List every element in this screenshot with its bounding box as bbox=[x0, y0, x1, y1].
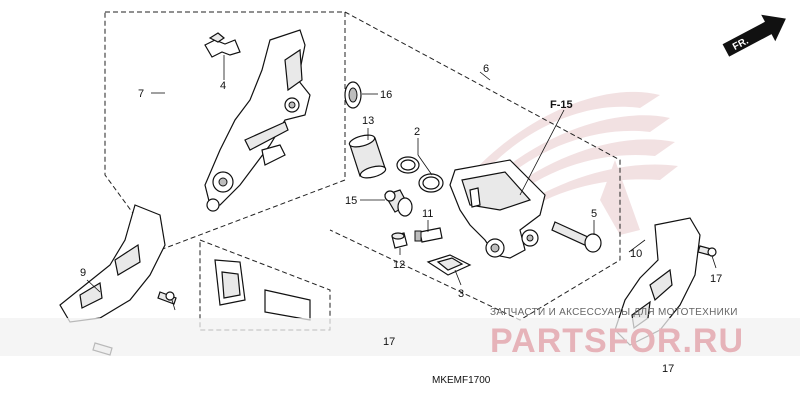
label-part-4: 4 bbox=[220, 80, 226, 92]
caliper-piston bbox=[348, 134, 387, 179]
caliper-bracket bbox=[204, 29, 311, 212]
reference-label: F-15 bbox=[550, 99, 573, 111]
label-part-7: 7 bbox=[138, 88, 144, 100]
watermark-caption: ЗАПЧАСТИ И АКСЕССУАРЫ ДЛЯ МОТОТЕХНИКИ bbox=[490, 307, 738, 318]
pad-pin-bolt bbox=[551, 221, 602, 253]
watermark-band: ЗАПЧАСТИ И АКСЕССУАРЫ ДЛЯ МОТОТЕХНИКИ PA… bbox=[0, 307, 800, 360]
pin-boot bbox=[344, 81, 362, 109]
watermark-logo: PARTSFOR.RU bbox=[490, 322, 744, 360]
label-part-3: 3 bbox=[458, 288, 464, 300]
label-part-12: 12 bbox=[393, 259, 405, 271]
label-part-6: 6 bbox=[483, 63, 489, 75]
pad-shim bbox=[426, 254, 472, 276]
leader-lines bbox=[86, 55, 717, 311]
brake-pads bbox=[214, 259, 311, 321]
label-part-17b: 17 bbox=[383, 336, 395, 348]
bleeder-valve bbox=[414, 227, 443, 243]
label-part-11: 11 bbox=[422, 208, 433, 220]
disc-guard bbox=[59, 204, 166, 323]
front-direction-arrow: FR. bbox=[722, 14, 786, 57]
label-part-16: 16 bbox=[380, 89, 392, 101]
bleeder-cap bbox=[391, 232, 408, 249]
slide-pin bbox=[384, 189, 413, 217]
caliper-group-box bbox=[329, 11, 621, 321]
wing-logo-watermark bbox=[470, 91, 678, 235]
label-part-5: 5 bbox=[591, 208, 597, 220]
label-part-2: 2 bbox=[414, 126, 420, 138]
piston-seals bbox=[396, 156, 444, 193]
diagram-code: MKEMF1700 bbox=[432, 375, 491, 386]
label-part-13: 13 bbox=[362, 115, 374, 127]
label-part-15: 15 bbox=[345, 195, 357, 207]
flange-bolt-1 bbox=[157, 291, 177, 305]
label-part-9: 9 bbox=[80, 267, 86, 279]
caliper-body bbox=[449, 159, 546, 259]
label-part-10: 10 bbox=[630, 248, 642, 260]
bracket-group-box bbox=[104, 11, 346, 251]
pad-spring-clip bbox=[204, 32, 241, 58]
label-part-17a: 17 bbox=[710, 273, 722, 285]
label-part-17c: 17 bbox=[662, 363, 674, 375]
flange-bolt-2 bbox=[697, 245, 717, 257]
